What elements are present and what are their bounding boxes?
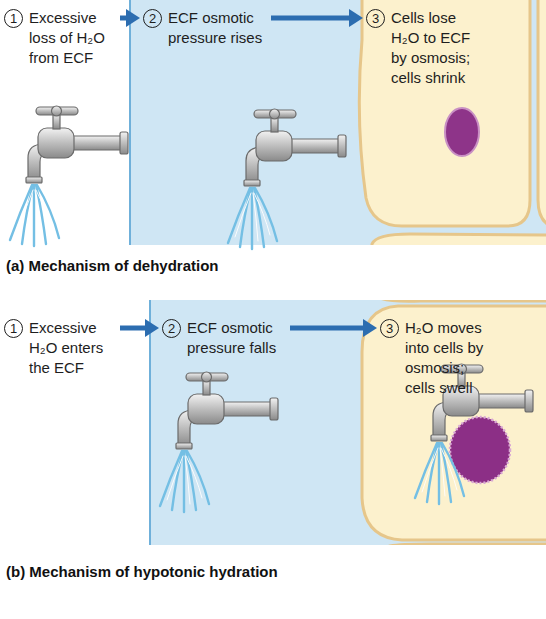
flow-arrow xyxy=(271,9,363,27)
step-text: Excessive H₂O enters the ECF xyxy=(29,318,117,378)
arrow-shaft xyxy=(271,16,351,21)
ecf-boundary xyxy=(149,300,151,545)
cells xyxy=(362,300,546,545)
step-node: 3 H₂O moves into cells by osmosis; cells … xyxy=(380,318,493,398)
step-node: 2 ECF osmotic pressure rises xyxy=(143,8,268,48)
neighbor-cell xyxy=(372,234,546,245)
faucet xyxy=(228,109,346,249)
step-text: H₂O moves into cells by osmosis; cells s… xyxy=(405,318,493,398)
callout-number: 3 xyxy=(366,9,385,28)
arrow-head xyxy=(145,319,159,337)
arrow-shaft xyxy=(290,326,365,331)
step-node: 3 Cells lose H₂O to ECF by osmosis; cells… xyxy=(366,8,479,88)
neighbor-cell xyxy=(390,544,546,545)
flow-arrow xyxy=(120,9,140,27)
callout-number: 3 xyxy=(380,319,399,338)
nucleus xyxy=(450,417,510,483)
faucet xyxy=(10,106,128,246)
step-node: 1 Excessive loss of H₂O from ECF xyxy=(4,8,117,68)
step-text: Excessive loss of H₂O from ECF xyxy=(29,8,117,68)
callout-number: 2 xyxy=(143,9,162,28)
ecf-boundary xyxy=(129,0,131,245)
neighbor-cell xyxy=(538,0,546,228)
shrunken-cell xyxy=(359,0,530,226)
arrow-shaft xyxy=(120,16,128,21)
step-node: 1 Excessive H₂O enters the ECF xyxy=(4,318,117,378)
neighbor-cell xyxy=(380,300,546,301)
flow-arrow xyxy=(290,319,377,337)
flow-arrow xyxy=(120,319,159,337)
step-text: ECF osmotic pressure rises xyxy=(168,8,268,48)
step-node: 2 ECF osmotic pressure falls xyxy=(162,318,287,358)
panel-caption: (b) Mechanism of hypotonic hydration xyxy=(6,563,278,580)
callout-number: 1 xyxy=(4,319,23,338)
swollen-cell xyxy=(362,306,546,540)
arrow-shaft xyxy=(120,326,147,331)
panel-caption: (a) Mechanism of dehydration xyxy=(6,257,219,274)
faucet xyxy=(160,372,278,512)
callout-number: 1 xyxy=(4,9,23,28)
arrow-head xyxy=(363,319,377,337)
callout-number: 2 xyxy=(162,319,181,338)
nucleus xyxy=(445,108,479,156)
step-text: Cells lose H₂O to ECF by osmosis; cells … xyxy=(391,8,479,88)
arrow-head xyxy=(349,9,363,27)
cells xyxy=(359,0,546,245)
arrow-head xyxy=(126,9,140,27)
step-text: ECF osmotic pressure falls xyxy=(187,318,287,358)
